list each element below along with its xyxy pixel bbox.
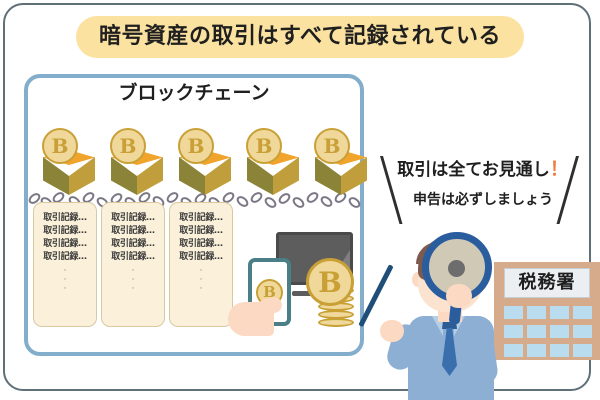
page-title: 暗号資産の取引はすべて記録されている: [99, 24, 501, 49]
tx-more-dots: ···: [131, 266, 135, 294]
tx-more-dots: ···: [63, 266, 67, 294]
block-item: B: [174, 128, 236, 206]
bitcoin-coin-icon: B: [178, 128, 214, 164]
tx-line: 取引記録…: [43, 252, 87, 262]
right-hand-grip: [446, 284, 472, 308]
tx-line: 取引記録…: [111, 239, 155, 249]
bubble-line-1-text: 取引は全てお見通し: [397, 160, 550, 180]
collar-right: [454, 316, 465, 336]
bitcoin-coin-icon: B: [42, 128, 78, 164]
tx-line: 取引記録…: [179, 252, 223, 262]
tx-line: 取引記録…: [43, 226, 87, 236]
bitcoin-coin-icon: B: [306, 258, 354, 306]
tx-line: 取引記録…: [179, 213, 223, 223]
tx-record-card: 取引記録… 取引記録… 取引記録… 取引記録… ···: [33, 202, 97, 327]
bitcoin-coin-icon: B: [314, 128, 350, 164]
magnified-eye: [448, 260, 465, 277]
tx-record-card: 取引記録… 取引記録… 取引記録… 取引記録… ···: [169, 202, 233, 327]
tx-line: 取引記録…: [179, 226, 223, 236]
title-banner: 暗号資産の取引はすべて記録されている: [76, 16, 524, 58]
left-hand: [380, 320, 404, 342]
tx-record-card: 取引記録… 取引記録… 取引記録… 取引記録… ···: [101, 202, 165, 327]
speech-bubble: 取引は全てお見通し！ 申告は必ずしましょう: [378, 152, 588, 228]
block-item: B: [106, 128, 168, 206]
panel-heading: ブロックチェーン: [118, 82, 270, 104]
tx-more-dots: ···: [199, 266, 203, 294]
tax-office-sign-text: 税務署: [518, 272, 576, 293]
block-item: B: [310, 128, 372, 206]
bitcoin-coin-icon: B: [246, 128, 282, 164]
inspector-character: [380, 232, 524, 400]
collar-left: [432, 316, 443, 336]
bitcoin-coin-icon: B: [110, 128, 146, 164]
necktie: [442, 328, 457, 376]
exclamation-mark: ！: [549, 158, 569, 180]
bubble-line-1: 取引は全てお見通し！: [392, 158, 574, 181]
tx-line: 取引記録…: [111, 226, 155, 236]
bubble-line-2: 申告は必ずしましょう: [413, 192, 553, 208]
tx-line: 取引記録…: [111, 213, 155, 223]
coin-stack-icon: B: [306, 258, 354, 328]
tax-office-sign: 税務署: [504, 268, 590, 298]
blockchain-blocks: B B B B B: [24, 128, 369, 218]
tx-line: 取引記録…: [43, 239, 87, 249]
tx-line: 取引記録…: [43, 213, 87, 223]
tx-line: 取引記録…: [179, 239, 223, 249]
tx-line: 取引記録…: [111, 252, 155, 262]
outer-frame: [3, 3, 591, 391]
block-item: B: [38, 128, 100, 206]
block-item: B: [242, 128, 304, 206]
